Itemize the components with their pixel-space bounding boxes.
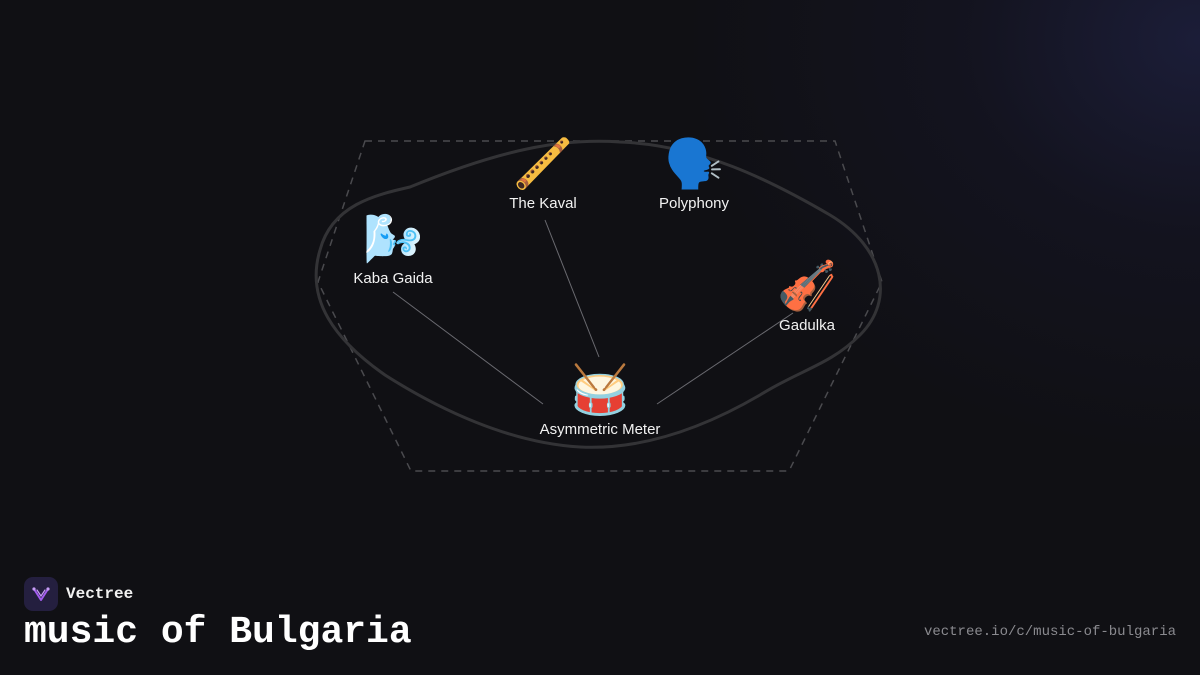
edge-gadulka-to-asymmetric-meter	[656, 312, 794, 405]
vectree-logo-icon	[24, 577, 58, 611]
cluster-outline	[314, 139, 882, 449]
node-kaval[interactable]: 🪈 The Kaval	[509, 136, 577, 214]
hexagon-outline	[317, 140, 883, 472]
brand-name: Vectree	[66, 585, 134, 603]
node-label: Asymmetric Meter	[539, 421, 661, 438]
page-url[interactable]: vectree.io/c/music-of-bulgaria	[923, 624, 1176, 640]
node-label: The Kaval	[509, 195, 577, 212]
node-polyphony[interactable]: 🗣️ Polyphony	[659, 136, 729, 214]
edge-group	[392, 219, 794, 405]
speaking-head-icon: 🗣️	[664, 136, 724, 192]
brand[interactable]: Vectree	[24, 577, 133, 611]
node-label: Polyphony	[658, 195, 730, 212]
node-label: Gadulka	[779, 317, 835, 334]
node-gadulka[interactable]: 🎻 Gadulka	[777, 258, 837, 336]
flute-icon: 🪈	[513, 136, 573, 192]
wind-icon: 🌬️	[363, 211, 423, 267]
node-asymmetric-meter[interactable]: 🥁 Asymmetric Meter	[540, 362, 661, 440]
drum-icon: 🥁	[570, 362, 630, 418]
violin-icon: 🎻	[777, 258, 837, 314]
edge-kaval-to-asymmetric-meter	[544, 219, 600, 358]
node-label: Kaba Gaida	[353, 270, 433, 287]
edge-kaba-gaida-to-asymmetric-meter	[392, 291, 544, 405]
page-title: music of Bulgaria	[24, 611, 412, 654]
node-kaba-gaida[interactable]: 🌬️ Kaba Gaida	[353, 211, 432, 289]
